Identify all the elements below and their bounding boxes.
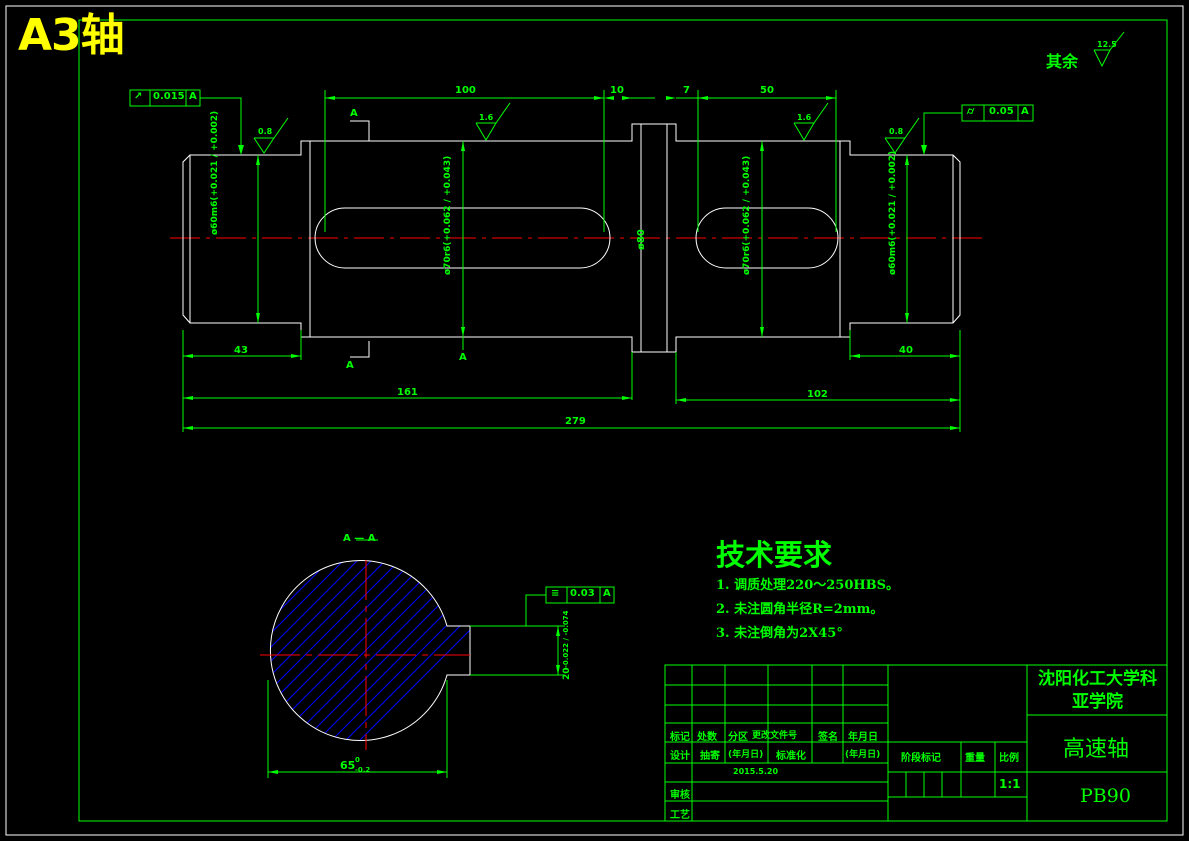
- tol-section-symbol: ≡: [551, 588, 560, 599]
- section-mark-bottom: A: [346, 360, 354, 371]
- school-name: 沈阳化工大学科亚学院: [1038, 669, 1157, 712]
- section-key-dim: 20: [562, 667, 572, 680]
- dim-161: 161: [397, 387, 418, 398]
- tol-section-value: 0.03: [570, 588, 595, 599]
- roughness-right: 0.8: [889, 127, 904, 136]
- scale-value: 1:1: [999, 777, 1021, 791]
- dim-dia-mid-right: ø70r6(+0.062 / +0.043): [742, 155, 752, 275]
- dim-279: 279: [565, 416, 586, 427]
- roughness-left: 0.8: [258, 127, 273, 136]
- dim-102: 102: [807, 389, 828, 400]
- tb-date-paren: (年月日): [728, 750, 764, 760]
- tb-sign: 签名: [818, 732, 838, 743]
- tech-req-title: 技术要求: [716, 538, 833, 572]
- tb-change-doc: 更改文件号: [752, 731, 798, 741]
- scale-label: 比例: [999, 753, 1019, 764]
- dim-10: 10: [610, 85, 624, 96]
- tb-design: 设计: [670, 751, 690, 762]
- dim-dia-left: ø60m6(+0.021 / +0.002): [210, 110, 220, 235]
- drawing-number: PB90: [1080, 785, 1131, 807]
- section-width-dim: 65: [340, 759, 356, 772]
- tb-count: 处数: [697, 732, 717, 743]
- outer-frame: [5, 5, 1184, 836]
- tb-standard: 标准化: [776, 751, 806, 762]
- tb-date-paren2: (年月日): [845, 750, 881, 760]
- roughness-mid-right: 1.6: [797, 113, 812, 122]
- sheet-title: A3轴: [18, 10, 125, 61]
- tol-right-symbol: ⌭: [967, 106, 975, 117]
- dim-50: 50: [760, 85, 774, 96]
- section-view: [260, 539, 565, 778]
- dimension-lines: [182, 31, 1125, 432]
- stage-label: 阶段标记: [901, 753, 941, 764]
- tech-req-item-2: 2. 未注圆角半径R=2mm。: [716, 602, 884, 617]
- dim-dia-collar: ø80: [636, 229, 647, 250]
- tb-review: 审核: [670, 790, 690, 801]
- title-block-grid: [664, 664, 1168, 822]
- tech-req-item-1: 1. 调质处理220～250HBS。: [716, 578, 900, 593]
- keyway-left: [314, 207, 611, 269]
- roughness-mid-left: 1.6: [479, 113, 494, 122]
- section-view-label: A — A: [343, 533, 376, 544]
- keyway-right: [695, 207, 839, 269]
- section-key-tol: -0.022 / -0.074: [562, 610, 570, 668]
- tol-left-value: 0.015: [153, 91, 185, 102]
- roughness-general: 12.5: [1097, 40, 1117, 49]
- dim-dia-mid-left: ø70r6(+0.062 / +0.043): [443, 155, 453, 275]
- tb-process: 工艺: [670, 810, 690, 821]
- inner-frame: [78, 19, 1168, 822]
- tol-right-value: 0.05: [989, 106, 1014, 117]
- dim-7: 7: [683, 85, 690, 96]
- tol-left-symbol: ↗: [134, 91, 143, 102]
- other-roughness-label: 其余: [1046, 52, 1079, 71]
- datum-mark: A: [459, 352, 467, 363]
- tb-date: 年月日: [848, 732, 878, 743]
- tolerance-frames: [129, 89, 1034, 626]
- section-mark-top: A: [350, 108, 358, 119]
- tol-left-datum: A: [189, 91, 197, 102]
- tb-date-value: 2015.5.20: [733, 767, 779, 776]
- section-width-tol-lower: -0.2: [355, 766, 371, 774]
- tb-zone: 分区: [728, 732, 748, 743]
- dim-43: 43: [234, 345, 248, 356]
- dimension-arrows: [183, 96, 960, 430]
- dim-dia-right: ø60m6(+0.021 / +0.002): [888, 150, 898, 275]
- tb-mark: 标记: [670, 732, 690, 743]
- shaft-outline: [182, 120, 961, 358]
- tol-right-datum: A: [1021, 106, 1029, 117]
- dim-40: 40: [899, 345, 913, 356]
- dim-100: 100: [455, 85, 476, 96]
- tb-designer: 抽寄: [700, 751, 720, 762]
- part-name: 高速轴: [1063, 737, 1130, 762]
- weight-label: 重量: [965, 753, 985, 764]
- section-width-tol-upper: 0: [355, 756, 360, 764]
- tol-section-datum: A: [603, 588, 611, 599]
- tech-req-item-3: 3. 未注倒角为2X45°: [716, 626, 843, 641]
